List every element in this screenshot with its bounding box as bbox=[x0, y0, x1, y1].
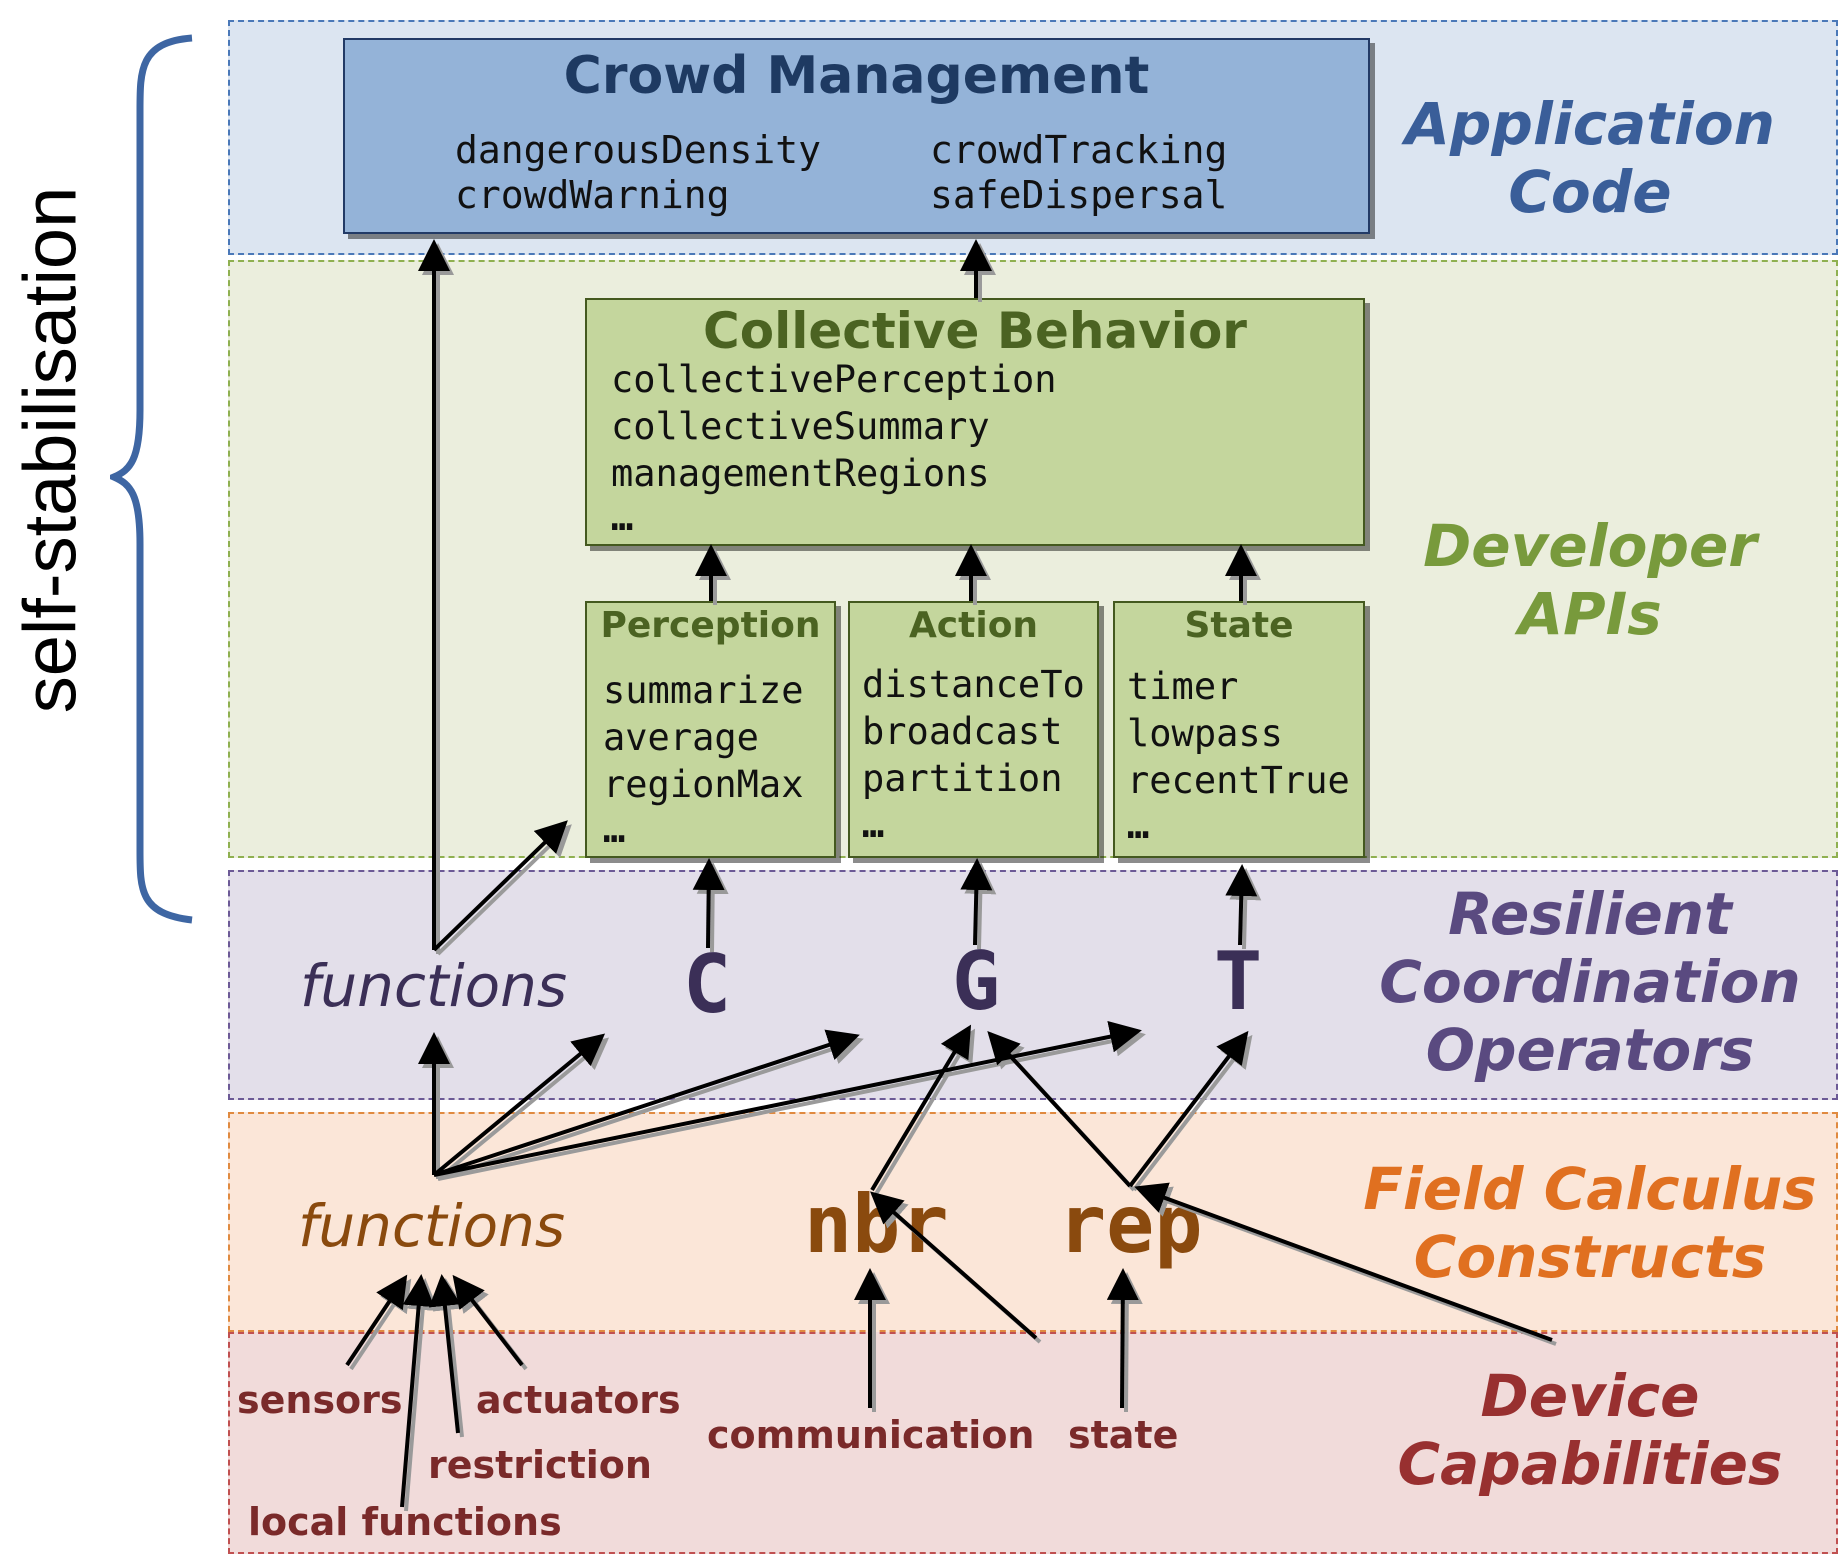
field-functions-label: functions bbox=[298, 1192, 566, 1260]
state-item: lowpass bbox=[1127, 712, 1283, 755]
crowd-management-item: crowdTracking bbox=[930, 128, 1228, 172]
state-item: timer bbox=[1127, 665, 1239, 708]
crowd-management-title: Crowd Management bbox=[563, 46, 1150, 106]
collective-behavior-item: collectiveSummary bbox=[611, 405, 990, 448]
application-code-label: Application Code bbox=[1405, 90, 1775, 226]
self-stabilisation-brace bbox=[110, 34, 193, 924]
crowd-management-item: crowdWarning bbox=[455, 173, 730, 217]
construct-nbr: nbr bbox=[804, 1178, 949, 1271]
perception-box: Perception summarize average regionMax … bbox=[585, 601, 836, 858]
perception-title: Perception bbox=[600, 605, 821, 646]
self-stabilisation-label: self-stabilisation bbox=[8, 186, 92, 714]
collective-behavior-item: managementRegions bbox=[611, 452, 990, 495]
operator-c: C bbox=[683, 938, 732, 1031]
action-title: Action bbox=[908, 605, 1039, 646]
perception-item: summarize bbox=[603, 669, 804, 712]
perception-item: average bbox=[603, 716, 759, 759]
action-item: … bbox=[862, 803, 885, 846]
crowd-management-item: dangerousDensity bbox=[455, 128, 822, 172]
capability-state: state bbox=[1068, 1413, 1179, 1457]
action-box: Action distanceTo broadcast partition … bbox=[848, 601, 1099, 858]
crowd-management-box: Crowd Management dangerousDensity crowdT… bbox=[343, 38, 1370, 234]
capability-restriction: restriction bbox=[428, 1443, 652, 1487]
capability-sensors: sensors bbox=[237, 1378, 403, 1422]
action-item: distanceTo bbox=[862, 663, 1085, 706]
state-title: State bbox=[1184, 605, 1294, 646]
construct-rep: rep bbox=[1058, 1178, 1203, 1271]
collective-behavior-item: collectivePerception bbox=[611, 358, 1057, 401]
state-item: recentTrue bbox=[1127, 759, 1350, 802]
developer-apis-label: Developer APIs bbox=[1423, 512, 1757, 648]
crowd-management-item: safeDispersal bbox=[930, 173, 1228, 217]
action-item: broadcast bbox=[862, 710, 1063, 753]
resilient-functions-label: functions bbox=[300, 952, 568, 1020]
operator-g: G bbox=[952, 935, 1001, 1028]
perception-item: regionMax bbox=[603, 763, 804, 806]
device-capabilities-label: Device Capabilities bbox=[1397, 1362, 1783, 1498]
operator-t: T bbox=[1214, 935, 1263, 1028]
perception-item: … bbox=[603, 808, 626, 851]
resilient-coordination-label: Resilient Coordination Operators bbox=[1379, 880, 1801, 1084]
capability-actuators: actuators bbox=[476, 1378, 681, 1422]
collective-behavior-title: Collective Behavior bbox=[703, 302, 1247, 360]
action-item: partition bbox=[862, 757, 1063, 800]
collective-behavior-box: Collective Behavior collectivePerception… bbox=[585, 298, 1365, 546]
capability-communication: communication bbox=[707, 1413, 1035, 1457]
state-item: … bbox=[1127, 804, 1150, 847]
state-box: State timer lowpass recentTrue … bbox=[1113, 601, 1365, 858]
capability-local-functions: local functions bbox=[248, 1500, 562, 1544]
collective-behavior-item: … bbox=[611, 496, 634, 539]
field-calculus-label: Field Calculus Constructs bbox=[1363, 1155, 1817, 1291]
